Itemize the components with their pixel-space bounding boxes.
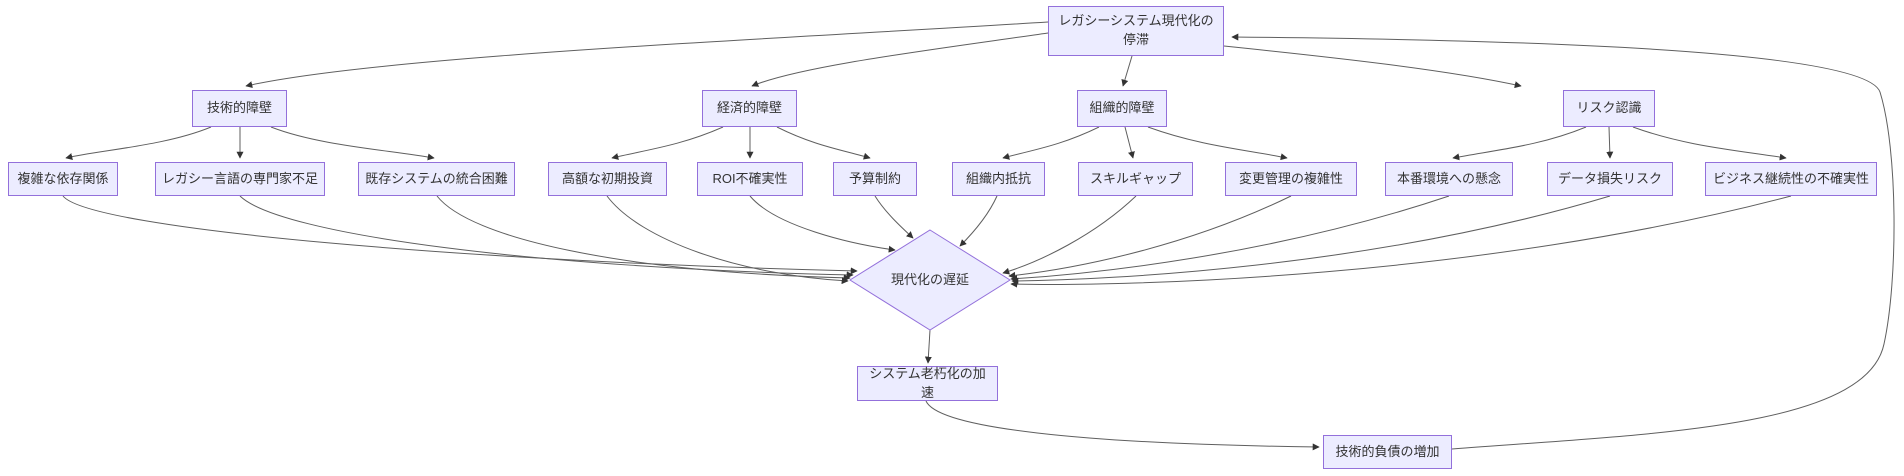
node-roi-uncertainty: ROI不確実性	[697, 162, 803, 196]
edge-economic-to-budget-constraints	[776, 126, 871, 160]
node-high-initial-investment: 高額な初期投資	[548, 162, 667, 196]
edge-legacy-language-to-delay	[239, 195, 854, 279]
node-internal-resistance: 組織内抵抗	[952, 162, 1045, 196]
modernization-delay-diamond-shape	[849, 229, 1011, 331]
edge-integration-difficulty-to-delay	[436, 195, 851, 282]
node-root-legacy-modernization-stagnation: レガシーシステム現代化の停滞	[1048, 6, 1224, 56]
edge-risk-to-production-concerns	[1452, 126, 1587, 161]
edge-technical-to-integration-difficulty	[270, 126, 435, 161]
node-legacy-language-expert-shortage: レガシー言語の専門家不足	[155, 162, 325, 196]
edge-roi-uncertainty-to-delay	[749, 195, 896, 253]
edge-technical-to-complex-dependencies	[65, 126, 212, 160]
edge-change-management-to-delay	[1008, 195, 1292, 279]
node-technical-debt-increase: 技術的負債の増加	[1323, 435, 1452, 469]
edge-budget-constraints-to-delay	[874, 195, 914, 239]
edge-root-to-risk-perception	[1223, 45, 1522, 89]
node-modernization-delay: 現代化の遅延	[890, 271, 969, 287]
edge-skill-gap-to-delay	[1002, 195, 1137, 275]
node-production-environment-concerns: 本番環境への懸念	[1385, 162, 1513, 196]
edge-complex-dependencies-to-delay	[62, 195, 858, 275]
edge-root-to-technical-barriers	[245, 21, 1049, 89]
node-skill-gap: スキルギャップ	[1078, 162, 1193, 196]
edge-economic-to-initial-investment	[611, 126, 724, 160]
edge-organizational-to-change-management	[1147, 126, 1288, 161]
node-existing-system-integration-difficulty: 既存システムの統合困難	[358, 162, 515, 196]
edge-risk-to-business-continuity	[1632, 126, 1787, 161]
node-budget-constraints: 予算制約	[833, 162, 917, 196]
node-change-management-complexity: 変更管理の複雑性	[1225, 162, 1357, 196]
node-risk-perception: リスク認識	[1563, 90, 1655, 127]
edge-technical-debt-feedback-to-root	[1231, 33, 1895, 450]
edge-internal-resistance-to-delay	[959, 195, 998, 247]
node-system-aging-acceleration: システム老朽化の加速	[857, 366, 998, 401]
edge-system-aging-to-technical-debt	[925, 400, 1320, 451]
edge-delay-to-system-aging	[924, 329, 932, 364]
node-complex-dependencies: 複雑な依存関係	[8, 162, 118, 196]
edge-business-continuity-to-delay	[1010, 195, 1792, 288]
edge-organizational-to-internal-resistance	[1002, 126, 1100, 160]
node-organizational-barriers: 組織的障壁	[1077, 90, 1167, 127]
edge-root-to-economic-barriers	[751, 32, 1049, 87]
edge-risk-to-data-loss	[1606, 126, 1614, 159]
node-economic-barriers: 経済的障壁	[702, 90, 797, 127]
edge-organizational-to-skill-gap	[1124, 126, 1135, 159]
edge-production-concerns-to-delay	[1010, 195, 1450, 283]
edge-data-loss-to-delay	[1011, 195, 1611, 285]
edge-root-to-organizational-barriers	[1121, 55, 1133, 87]
edge-initial-investment-to-delay	[606, 195, 849, 285]
node-technical-barriers: 技術的障壁	[192, 90, 287, 127]
node-data-loss-risk: データ損失リスク	[1547, 162, 1673, 196]
node-business-continuity-uncertainty: ビジネス継続性の不確実性	[1705, 162, 1877, 196]
